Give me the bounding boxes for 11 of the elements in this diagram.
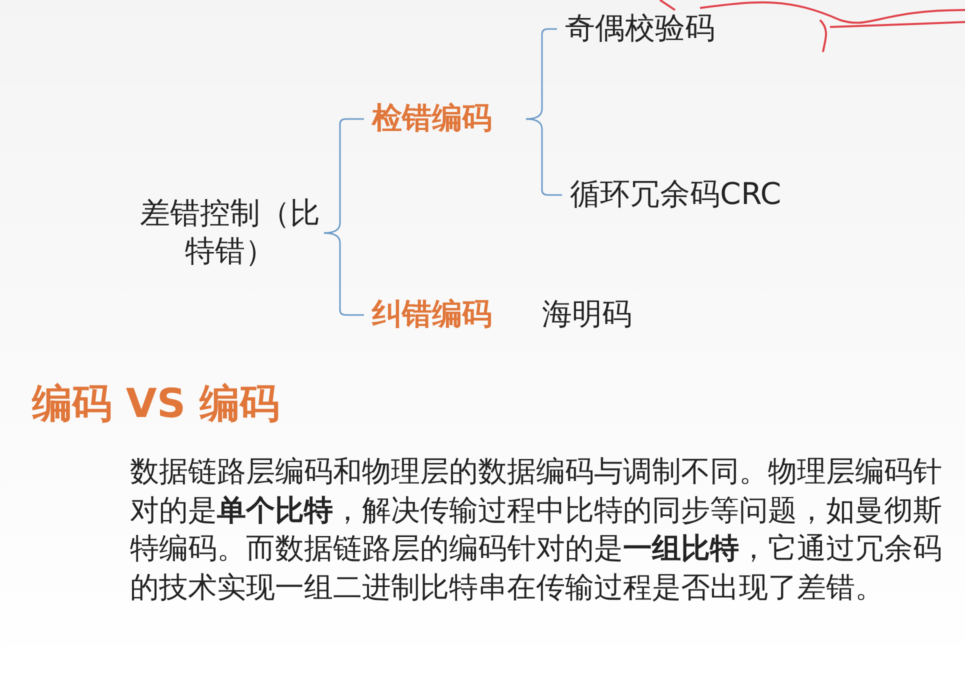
- section-heading: 编码 VS 编码: [32, 380, 280, 429]
- brace-line: [324, 232, 364, 316]
- branch-label: 纠错编码: [372, 296, 492, 334]
- leaf-label: 海明码: [542, 296, 632, 334]
- body-paragraph: 数据链路层编码和物理层的数据编码与调制不同。物理层编码针对的是单个比特，解决传输过程中比特的同步等问题，如曼彻斯特编码。而数据链路层的编码针对的是一组比特，它通过冗余码的技术实现一组二进制比特串在传输过程是否出现了差错。: [130, 453, 943, 606]
- brace-line: [324, 118, 364, 234]
- branch-label: 奇偶校验码: [565, 10, 715, 48]
- root-label: 差错控制（比特错）: [140, 195, 320, 271]
- branch-label: 循环冗余码CRC: [570, 176, 782, 214]
- brace-line: [526, 118, 562, 196]
- branch-label: 检错编码: [372, 100, 492, 138]
